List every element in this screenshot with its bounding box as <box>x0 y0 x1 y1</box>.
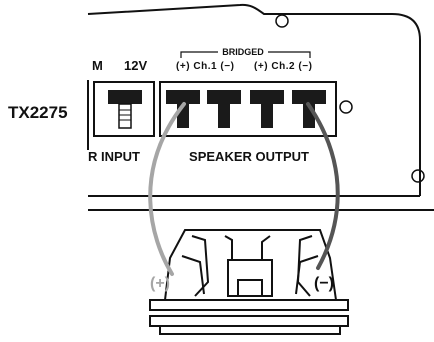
channel-2-label: (+) Ch.2 (−) <box>254 61 312 72</box>
terminal-label-12v: 12V <box>124 58 147 73</box>
bridged-label: BRIDGED <box>222 47 264 57</box>
mounting-hole-icon <box>275 14 289 28</box>
mounting-hole-icon <box>411 169 425 183</box>
negative-wire <box>306 102 340 270</box>
negative-polarity-label: (−) <box>314 275 334 292</box>
power-terminal-block <box>93 81 155 137</box>
bridged-bracket <box>180 51 311 58</box>
terminal-label-m: M <box>92 58 103 73</box>
screw-terminal-icon <box>250 90 284 128</box>
input-section-label: R INPUT <box>88 149 140 164</box>
channel-1-label: (+) Ch.1 (−) <box>176 61 234 72</box>
screw-terminal-icon <box>207 90 241 128</box>
amplifier-chassis <box>87 3 434 211</box>
mounting-hole-icon <box>339 100 353 114</box>
positive-wire <box>148 102 186 276</box>
screw-terminal-icon <box>108 90 142 129</box>
model-label: TX2275 <box>8 103 68 122</box>
speaker-output-label: SPEAKER OUTPUT <box>189 149 309 164</box>
positive-polarity-label: (+) <box>150 275 170 292</box>
speaker-icon <box>149 229 349 335</box>
